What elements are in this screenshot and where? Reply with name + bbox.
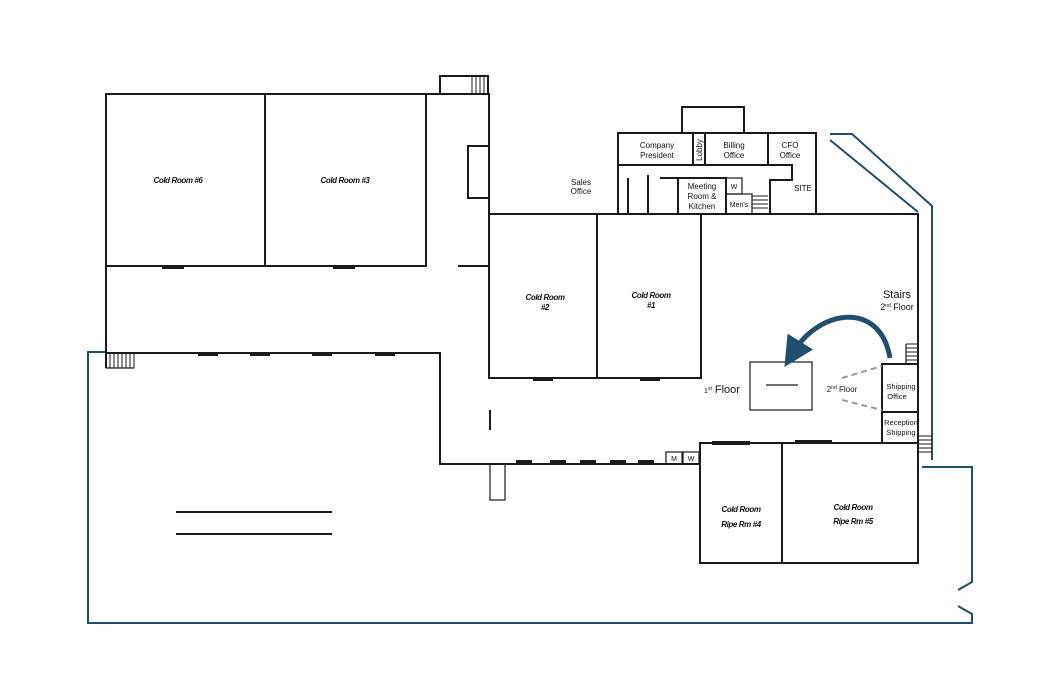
sales-office-label-line2: Office: [571, 187, 592, 196]
dock-doors: [162, 265, 832, 464]
billing-office-label-line2: Office: [724, 151, 745, 160]
stairs-arrow: [784, 314, 893, 367]
roof-vent: [439, 75, 489, 95]
cold-room-2-label-line2: #2: [541, 303, 550, 312]
billing-office-label-line1: Billing: [723, 141, 744, 150]
cold-room-ripe-5-label-line2: Ripe Rm #5: [833, 517, 874, 526]
shipping-office-label-line2: Office: [887, 392, 906, 401]
shipping-office-label-line1: Shipping: [886, 382, 915, 391]
cold-room-1-label-line1: Cold Room: [631, 291, 670, 300]
stairs-second-floor-label: 2nd Floor: [880, 302, 914, 312]
sales-office-label-line1: Sales: [571, 178, 591, 187]
cold-room-ripe-4-label-line2: Ripe Rm #4: [721, 520, 762, 529]
restroom-w-box: [682, 451, 700, 465]
company-president-label-line1: Company: [640, 141, 674, 150]
cfo-office-label-line2: Office: [780, 151, 801, 160]
company-president-label-line2: President: [640, 151, 675, 160]
restroom-w-label: W: [688, 456, 695, 463]
reception-shipping-label-line2: Shipping: [886, 428, 915, 437]
second-floor-inset: [749, 361, 813, 411]
cold-room-6-label: Cold Room #6: [154, 176, 204, 185]
stairs-label: Stairs: [883, 289, 912, 301]
reception-shipping-label-line1: Reception: [884, 418, 918, 427]
roof-vent-stairs: [471, 76, 485, 94]
column-block: [467, 145, 490, 199]
cold-room-3-label: Cold Room #3: [321, 176, 371, 185]
property-line-ne-inner: [829, 139, 919, 213]
first-floor-label: 1st Floor: [704, 384, 740, 396]
property-line-right: [922, 466, 973, 591]
dock-wall: [106, 352, 700, 465]
site-wall: [768, 164, 793, 214]
site-label: SITE: [794, 184, 812, 193]
cold-room-ripe-5-wall: [781, 442, 919, 564]
property-line: [87, 351, 973, 624]
meeting-room-label-line3: Kitchen: [689, 202, 716, 211]
restroom-m-box: [665, 451, 683, 465]
office-entry: [681, 106, 745, 134]
second-floor-inset-label: 2nd Floor: [827, 385, 858, 394]
column-post: [489, 463, 506, 501]
meeting-room-label-line1: Meeting: [688, 182, 716, 191]
lobby-label: Lobby: [695, 139, 704, 161]
inset-link-lower: [841, 399, 883, 411]
inset-link-upper: [841, 365, 883, 379]
stairs-to-second-floor: [905, 343, 918, 364]
womens-restroom-label: W: [731, 184, 738, 191]
cold-room-ripe-4-label-line1: Cold Room: [721, 505, 760, 514]
property-line-ne: [830, 133, 933, 460]
cold-room-1-label-line2: #1: [647, 301, 656, 310]
office-stairs: [752, 195, 768, 209]
mens-restroom-label: Men's: [730, 202, 749, 209]
cold-room-ripe-4-wall: [699, 442, 783, 564]
cold-room-ripe-5-label-line1: Cold Room: [833, 503, 872, 512]
corridor-walls-left: [426, 93, 490, 214]
cfo-office-label-line1: CFO: [782, 141, 799, 150]
meeting-room-label-line2: Room &: [688, 192, 718, 201]
center-building: [489, 213, 919, 443]
stairs-east: [918, 435, 932, 453]
dock-stairs-left: [106, 353, 135, 369]
cold-room-2-label-line1: Cold Room: [525, 293, 564, 302]
restroom-m-label: M: [671, 456, 677, 463]
